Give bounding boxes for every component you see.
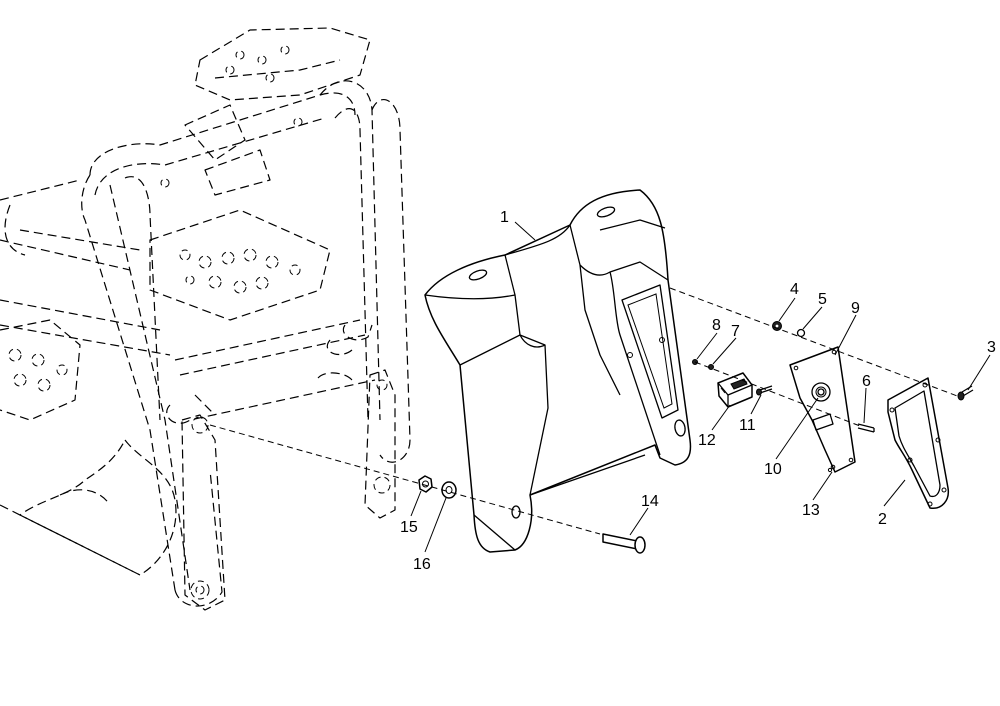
callout-1: 1 bbox=[500, 209, 509, 226]
part-15-nut bbox=[418, 475, 433, 493]
ghost-machine-frame bbox=[0, 27, 411, 611]
callout-5: 5 bbox=[818, 291, 827, 308]
callout-4: 4 bbox=[790, 281, 799, 298]
callout-12: 12 bbox=[698, 432, 716, 449]
callout-15: 15 bbox=[400, 519, 418, 536]
part-11-screw bbox=[756, 385, 773, 396]
part-10-grommet bbox=[817, 388, 825, 396]
callout-8: 8 bbox=[712, 317, 721, 334]
part-9-mounting-plate bbox=[789, 346, 856, 473]
callout-16: 16 bbox=[413, 556, 431, 573]
part-2-gasket bbox=[887, 377, 950, 509]
part-4-nut bbox=[772, 321, 782, 331]
callout-6: 6 bbox=[862, 373, 871, 390]
callout-14: 14 bbox=[641, 493, 659, 510]
part-14-bolt bbox=[602, 533, 646, 554]
part-1-handle-cover bbox=[424, 189, 692, 553]
part-5-washer bbox=[796, 328, 806, 338]
callout-7: 7 bbox=[731, 323, 740, 340]
part-12-hour-meter bbox=[717, 372, 753, 408]
assembly-center-lines bbox=[209, 287, 961, 535]
leader-lines bbox=[410, 221, 991, 553]
callout-13: 13 bbox=[802, 502, 820, 519]
callout-2: 2 bbox=[878, 511, 887, 528]
part-3-screw bbox=[957, 385, 974, 401]
part-13-panel bbox=[827, 467, 833, 473]
callout-10: 10 bbox=[764, 461, 782, 478]
callout-labels: 1 2 3 4 5 6 7 8 9 10 11 12 13 14 15 16 bbox=[400, 209, 996, 573]
callout-3: 3 bbox=[987, 339, 996, 356]
callout-11: 11 bbox=[739, 417, 756, 434]
callout-9: 9 bbox=[851, 300, 860, 317]
part-6-pin bbox=[857, 423, 875, 433]
